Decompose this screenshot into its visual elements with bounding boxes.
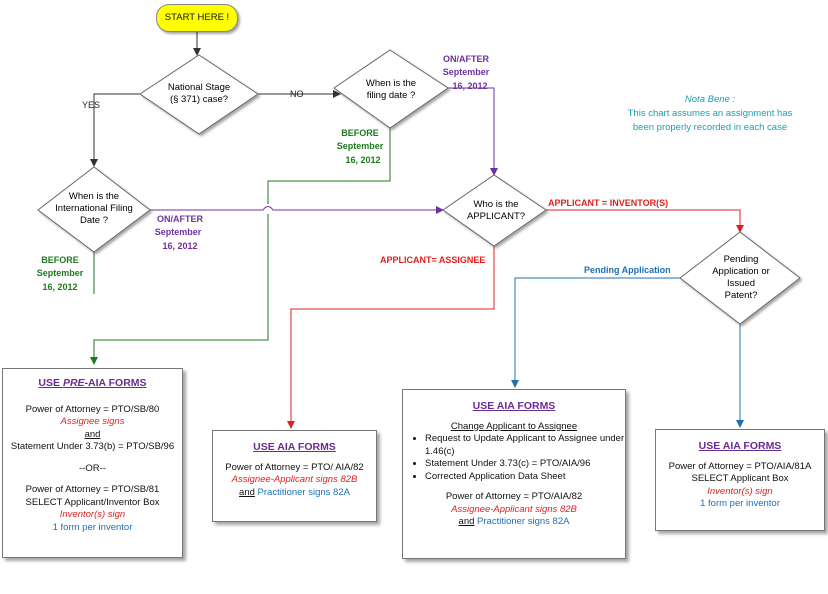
svg-text:National Stage: National Stage — [168, 82, 230, 93]
svg-text:16, 2012: 16, 2012 — [42, 282, 77, 292]
decision-intl-filing-date: When is the International Filing Date ? — [37, 166, 151, 253]
decision-filing-date: When is the filing date ? — [333, 49, 449, 129]
svg-text:September: September — [37, 268, 84, 278]
decision-applicant: Who is the APPLICANT? — [442, 174, 547, 247]
decision-national-stage: National Stage (§ 371) case? — [139, 54, 259, 135]
svg-text:16, 2012: 16, 2012 — [345, 155, 380, 165]
svg-text:September: September — [443, 67, 490, 77]
svg-text:BEFORE: BEFORE — [41, 255, 79, 265]
svg-text:Patent?: Patent? — [725, 290, 758, 301]
pre-aia-inventor-sign: Inventor(s) sign — [59, 509, 126, 520]
edge-pending-app — [511, 277, 680, 388]
aia-assignee-poa: Power of Attorney = PTO/ AIA/82 — [225, 461, 364, 473]
svg-text:Who is the: Who is the — [474, 199, 519, 210]
pre-aia-and: and — [84, 428, 101, 440]
svg-text:ON/AFTER: ON/AFTER — [443, 54, 489, 64]
label-after-filing: ON/AFTER September 16, 2012 — [443, 54, 490, 91]
svg-text:Application or: Application or — [712, 266, 770, 277]
start-node: START HERE ! — [156, 4, 238, 32]
box-pre-aia-title: USE PRE-AIA FORMS — [38, 377, 147, 389]
label-after-intl: ON/AFTER September 16, 2012 — [155, 214, 204, 251]
pre-aia-poa-81: Power of Attorney = PTO/SB/81 — [25, 484, 160, 495]
svg-text:filing date ?: filing date ? — [367, 90, 416, 101]
edge-intl-after — [148, 206, 444, 214]
aia-pending-practitioner-line: and Practitioner signs 82A — [458, 516, 570, 527]
svg-text:APPLICANT?: APPLICANT? — [467, 211, 525, 222]
svg-text:International Filing: International Filing — [55, 203, 133, 214]
svg-text:16, 2012: 16, 2012 — [452, 81, 487, 91]
edge-filing-after — [448, 87, 498, 176]
svg-text:16, 2012: 16, 2012 — [162, 241, 197, 251]
label-pending-application: Pending Application — [584, 265, 671, 275]
svg-text:(§ 371) case?: (§ 371) case? — [170, 94, 228, 105]
svg-text:ON/AFTER: ON/AFTER — [157, 214, 203, 224]
edge-applicant-assignee — [287, 246, 495, 429]
svg-text:September: September — [337, 141, 384, 151]
aia-assignee-practitioner-line: and Practitioner signs 82A — [239, 486, 350, 498]
aia-inventor-select: SELECT Applicant Box — [691, 473, 789, 484]
label-applicant-assignee: APPLICANT= ASSIGNEE — [380, 255, 485, 265]
list-item: Corrected Application Data Sheet — [425, 471, 625, 484]
note-line-1: This chart assumes an assignment has — [627, 108, 793, 119]
edge-applicant-inventor — [546, 209, 744, 233]
svg-text:When is the: When is the — [366, 78, 416, 89]
svg-text:Issued: Issued — [727, 278, 755, 289]
label-before-intl: BEFORE September 16, 2012 — [37, 255, 84, 292]
aia-inventor-per: 1 form per inventor — [700, 498, 780, 509]
aia-inventor-title: USE AIA FORMS — [698, 440, 782, 452]
box-pre-aia-forms: USE PRE-AIA FORMS Power of Attorney = PT… — [2, 368, 183, 558]
box-aia-assignee: USE AIA FORMS Power of Attorney = PTO/ A… — [212, 430, 377, 522]
box-aia-pending: USE AIA FORMS Change Applicant to Assign… — [402, 389, 626, 559]
edge-national-yes — [90, 93, 140, 167]
note-heading: Nota Bene : — [684, 94, 736, 105]
svg-text:When is the: When is the — [69, 191, 119, 202]
edge-filing-before-cont — [90, 214, 269, 365]
svg-text:September: September — [155, 227, 202, 237]
label-before-filing: BEFORE September 16, 2012 — [337, 128, 384, 165]
aia-assignee-title: USE AIA FORMS — [253, 441, 336, 453]
aia-pending-subtitle: Change Applicant to Assignee — [450, 420, 578, 432]
edge-filing-before — [267, 128, 391, 204]
note-line-2: been properly recorded in each case — [632, 122, 788, 133]
svg-text:Pending: Pending — [724, 254, 759, 265]
svg-text:BEFORE: BEFORE — [341, 128, 379, 138]
pre-aia-per-inventor: 1 form per inventor — [52, 521, 133, 533]
label-no: NO — [290, 89, 304, 99]
nota-bene-note: Nota Bene : This chart assumes an assign… — [612, 93, 808, 135]
aia-inventor-poa: Power of Attorney = PTO/AIA/81A — [668, 460, 812, 472]
svg-text:Date ?: Date ? — [80, 215, 108, 226]
list-item: Statement Under 3.73(c) = PTO/AIA/96 — [425, 458, 625, 471]
list-item: Request to Update Applicant to Assignee … — [425, 433, 625, 458]
pre-aia-poa-80: Power of Attorney = PTO/SB/80 — [25, 403, 160, 415]
aia-pending-poa: Power of Attorney = PTO/AIA/82 — [445, 491, 583, 502]
pre-aia-select: SELECT Applicant/Inventor Box — [25, 496, 160, 508]
pre-aia-statement: Statement Under 3.73(b) = PTO/SB/96 — [10, 441, 175, 452]
start-label: START HERE ! — [164, 12, 230, 23]
aia-assignee-sign: Assignee-Applicant signs 82B — [231, 474, 358, 485]
aia-pending-title: USE AIA FORMS — [472, 400, 556, 412]
label-yes: YES — [82, 100, 100, 110]
aia-pending-sign: Assignee-Applicant signs 82B — [451, 503, 577, 515]
box-aia-inventor: USE AIA FORMS Power of Attorney = PTO/AI… — [655, 429, 825, 531]
decision-pending-or-issued: Pending Application or Issued Patent? — [679, 231, 801, 325]
pre-aia-assignee-signs: Assignee signs — [60, 416, 125, 427]
label-applicant-inventor: APPLICANT = INVENTOR(S) — [548, 198, 668, 208]
aia-inventor-sign: Inventor(s) sign — [707, 485, 773, 497]
pre-aia-or: --OR-- — [79, 462, 106, 474]
aia-pending-bullets: Request to Update Applicant to Assignee … — [403, 433, 625, 483]
